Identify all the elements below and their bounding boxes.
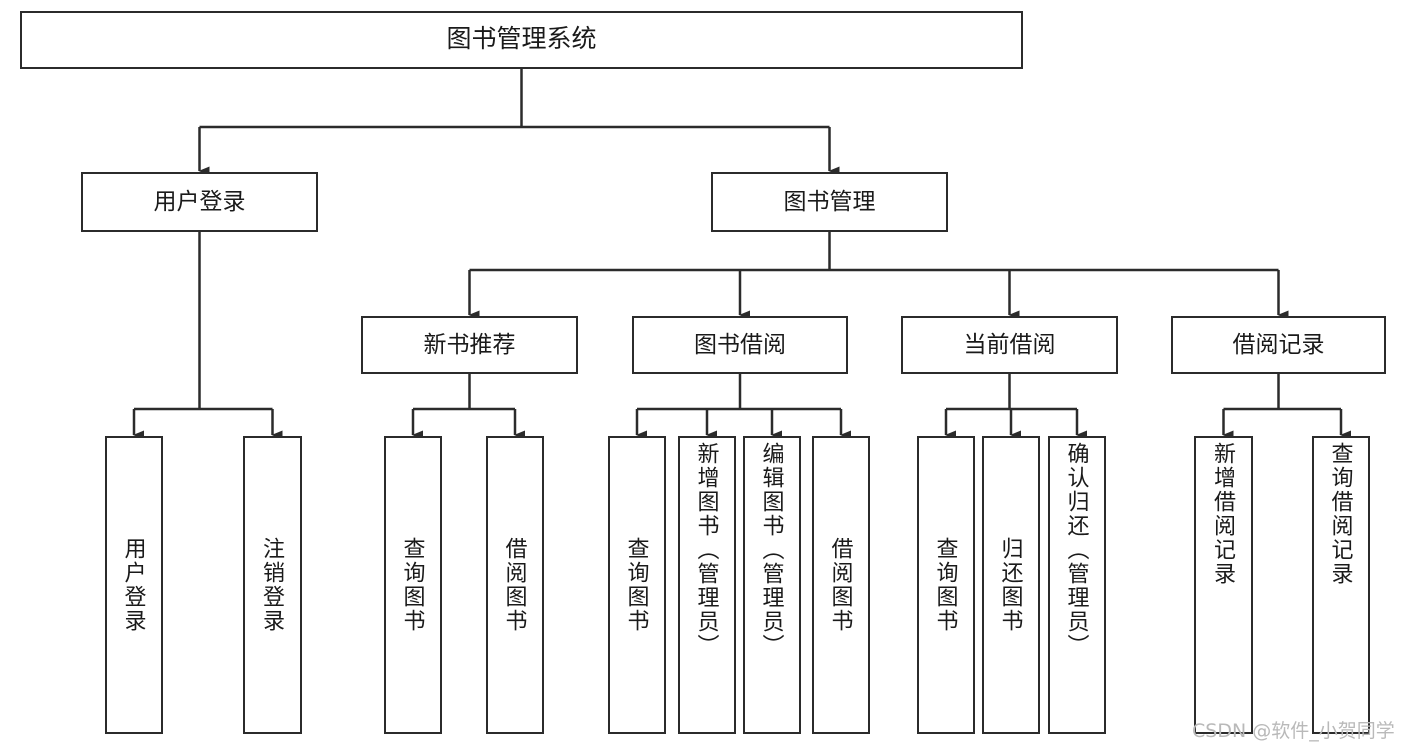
node-leaf-current-1[interactable]: 查询图书	[917, 436, 975, 734]
node-label: 图书管理	[783, 188, 876, 215]
node-label: 新书推荐	[423, 331, 516, 358]
node-leaf-login-1[interactable]: 用户登录	[105, 436, 163, 734]
node-label: 查询图书	[933, 537, 959, 633]
node-label: 查询借阅记录	[1328, 442, 1354, 586]
node-leaf-borrow-4[interactable]: 借阅图书	[812, 436, 870, 734]
node-label: 注销登录	[260, 537, 286, 633]
node-leaf-current-2[interactable]: 归还图书	[982, 436, 1040, 734]
node-label: 用户登录	[121, 537, 147, 633]
node-borrow[interactable]: 图书借阅	[632, 316, 848, 374]
node-leaf-newrec-2[interactable]: 借阅图书	[486, 436, 544, 734]
node-label: 归还图书	[998, 537, 1024, 633]
node-leaf-login-2[interactable]: 注销登录	[243, 436, 302, 734]
node-label: 图书管理系统	[446, 25, 597, 54]
node-newrec[interactable]: 新书推荐	[361, 316, 578, 374]
node-leaf-borrow-1[interactable]: 查询图书	[608, 436, 666, 734]
node-label: 图书借阅	[694, 331, 786, 358]
node-label: 新增借阅记录	[1211, 442, 1237, 586]
node-label: 新增图书（管理员）	[694, 442, 720, 658]
node-records[interactable]: 借阅记录	[1171, 316, 1386, 374]
node-leaf-current-3[interactable]: 确认归还（管理员）	[1048, 436, 1106, 734]
node-label: 借阅图书	[828, 537, 854, 633]
node-leaf-borrow-3[interactable]: 编辑图书（管理员）	[743, 436, 801, 734]
node-label: 确认归还（管理员）	[1064, 442, 1090, 658]
node-label: 当前借阅	[963, 331, 1056, 358]
node-label: 查询图书	[624, 537, 650, 633]
node-leaf-newrec-1[interactable]: 查询图书	[384, 436, 442, 734]
node-root[interactable]: 图书管理系统	[20, 11, 1023, 69]
node-current[interactable]: 当前借阅	[901, 316, 1118, 374]
node-label: 借阅记录	[1232, 331, 1325, 358]
node-leaf-records-2[interactable]: 查询借阅记录	[1312, 436, 1370, 734]
node-leaf-borrow-2[interactable]: 新增图书（管理员）	[678, 436, 736, 734]
node-label: 借阅图书	[502, 537, 528, 633]
node-leaf-records-1[interactable]: 新增借阅记录	[1194, 436, 1253, 734]
node-bookmgmt[interactable]: 图书管理	[711, 172, 948, 232]
node-label: 查询图书	[400, 537, 426, 633]
edge-group	[132, 69, 1351, 440]
node-label: 编辑图书（管理员）	[759, 442, 785, 658]
node-login[interactable]: 用户登录	[81, 172, 318, 232]
node-label: 用户登录	[153, 188, 246, 215]
